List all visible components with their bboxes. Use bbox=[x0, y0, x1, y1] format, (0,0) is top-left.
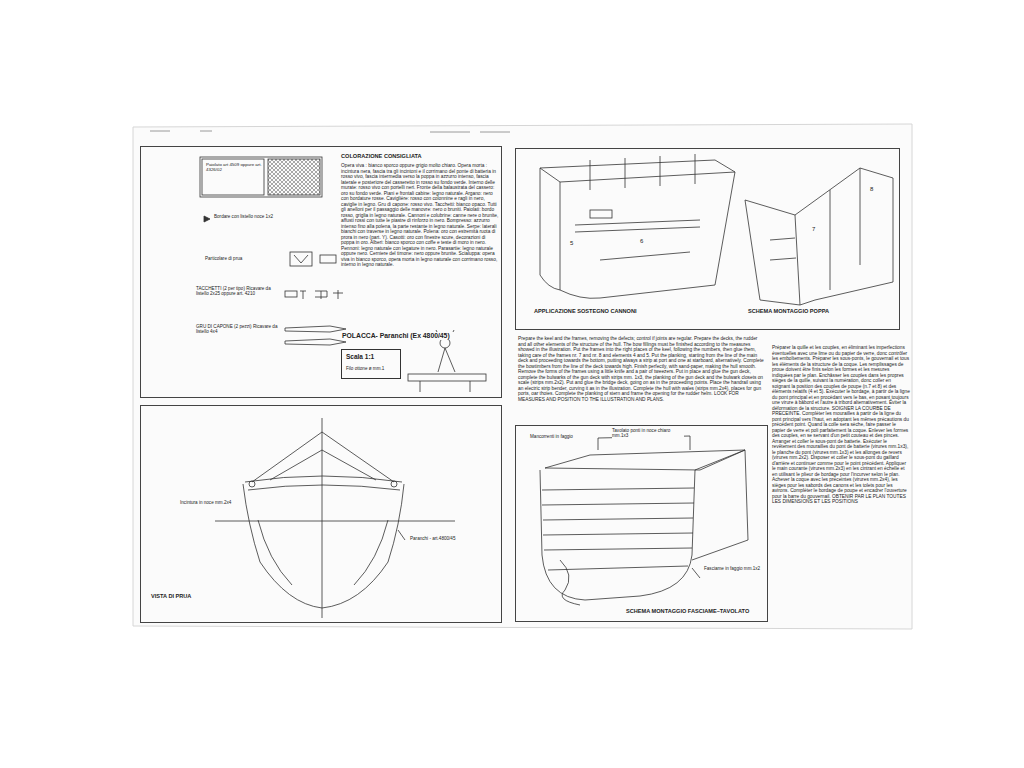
bow-view-panel: VISTA DI PRUA bbox=[140, 405, 502, 623]
panel-heading: COLORAZIONE CONSIGLIATA bbox=[341, 153, 501, 159]
part-label: Incintura in noce mm.2x4 bbox=[180, 500, 235, 505]
drawing-stroke bbox=[540, 154, 893, 305]
panel-heading: SCHEMA MONTAGGIO FASCIAME–TAVOLATO bbox=[626, 608, 766, 614]
drawing-stroke bbox=[391, 481, 397, 487]
drawing-stroke bbox=[249, 481, 255, 487]
drawing-stroke bbox=[560, 172, 735, 298]
drawing-stroke bbox=[243, 484, 404, 608]
drawing-stroke bbox=[540, 160, 735, 182]
part-label: Paranchi - art.4800/45 bbox=[410, 536, 490, 541]
drawing-stroke bbox=[268, 159, 320, 195]
drawing-stroke bbox=[150, 131, 510, 132]
drawing-stroke bbox=[294, 255, 308, 263]
callout-number: 5 bbox=[570, 240, 578, 247]
callout-number: 7 bbox=[812, 226, 820, 233]
drawing-stroke bbox=[600, 252, 690, 260]
drawing-stroke bbox=[300, 291, 306, 299]
instruction-text: Prepare the keel and the frames, removin… bbox=[518, 336, 766, 402]
part-label: Mancorrenti in faggio bbox=[530, 434, 592, 439]
part-label: Tavolato ponti in noce chiaro mm.1x3 bbox=[612, 428, 684, 439]
gun-support-panel: APPLICAZIONE SOSTEGNO CANNONI SCHEMA MONT… bbox=[515, 148, 900, 330]
part-label: TACCHETTI (2 per tipo) Ricavare da liste… bbox=[196, 286, 280, 297]
drawing-stroke bbox=[745, 200, 800, 305]
drawing-stroke bbox=[290, 252, 312, 266]
drawing-stroke bbox=[560, 560, 580, 605]
drawing-stroke bbox=[333, 290, 343, 299]
drawing-stroke bbox=[408, 374, 486, 381]
drawing-stroke bbox=[540, 436, 748, 605]
drawing-stroke bbox=[540, 168, 560, 290]
product-title: POLACCA- Paranchi (Ex 4800/45) bbox=[342, 332, 492, 340]
drawing-stroke bbox=[590, 154, 695, 190]
drawing-stroke bbox=[285, 326, 346, 332]
note-label: Bordare con listello noce 1x2 bbox=[214, 214, 314, 219]
planking-panel: SCHEMA MONTAGGIO FASCIAME–TAVOLATO bbox=[515, 425, 768, 622]
instruction-text: Préparer la quille et les couples, en él… bbox=[772, 345, 910, 505]
instruction-panel: COLORAZIONE CONSIGLIATA Opera viva : bian… bbox=[140, 146, 502, 398]
panel-text: Filo ottone ø mm.1 bbox=[346, 366, 400, 371]
drawing-stroke bbox=[540, 470, 695, 600]
drawing-stroke bbox=[245, 476, 402, 482]
drawing-stroke bbox=[545, 450, 745, 470]
drawing-stroke bbox=[590, 210, 612, 218]
drawing-stroke bbox=[830, 168, 860, 290]
panel-heading: APPLICAZIONE SOSTEGNO CANNONI bbox=[534, 308, 714, 314]
drawing-stroke bbox=[285, 291, 297, 297]
drawing-stroke bbox=[200, 157, 322, 197]
panel-heading: VISTA DI PRUA bbox=[151, 593, 271, 599]
drawing-stroke bbox=[258, 520, 388, 585]
part-label: Paiolato art 4509 oppure art. 4326/02 bbox=[206, 162, 262, 172]
part-label: Fasciame in faggio mm.1x2 bbox=[704, 566, 766, 571]
drawing-stroke bbox=[285, 339, 346, 345]
drawing-stroke bbox=[150, 131, 510, 132]
drawing-stroke bbox=[320, 255, 336, 263]
drawing-stroke bbox=[133, 124, 912, 629]
drawing-stroke bbox=[204, 216, 210, 222]
panel-text: SCHEMA MONTAGGIO POPPA bbox=[748, 308, 888, 314]
part-label: GRU DI CAPONE (2 pezzi) Ricavare da list… bbox=[196, 324, 280, 335]
part-label: Particolare di prua bbox=[205, 256, 285, 261]
drawing-stroke bbox=[770, 238, 796, 260]
drawing-stroke bbox=[215, 418, 455, 618]
drawing-stroke bbox=[202, 159, 264, 195]
drawing-stroke bbox=[575, 220, 700, 232]
callout-number: 8 bbox=[870, 186, 878, 193]
drawing-stroke bbox=[420, 381, 470, 392]
drawing-stroke bbox=[215, 521, 455, 522]
drawing-stroke bbox=[542, 488, 694, 570]
drawing-stroke bbox=[692, 450, 748, 560]
drawing-stroke bbox=[398, 530, 405, 540]
panel-text: Opera viva : bianco sporco oppure grigio… bbox=[341, 163, 499, 268]
scale-box: Scala 1:1Filo ottone ø mm.1 bbox=[341, 349, 401, 379]
panel-heading: Scala 1:1 bbox=[346, 353, 398, 360]
drawing-stroke bbox=[248, 485, 400, 490]
drawing-stroke bbox=[315, 291, 327, 299]
callout-number: 6 bbox=[640, 238, 648, 245]
drawing-stroke bbox=[692, 568, 700, 578]
drawing-stroke bbox=[252, 432, 394, 482]
drawing-stroke bbox=[322, 418, 323, 618]
drawing-stroke bbox=[795, 168, 893, 305]
